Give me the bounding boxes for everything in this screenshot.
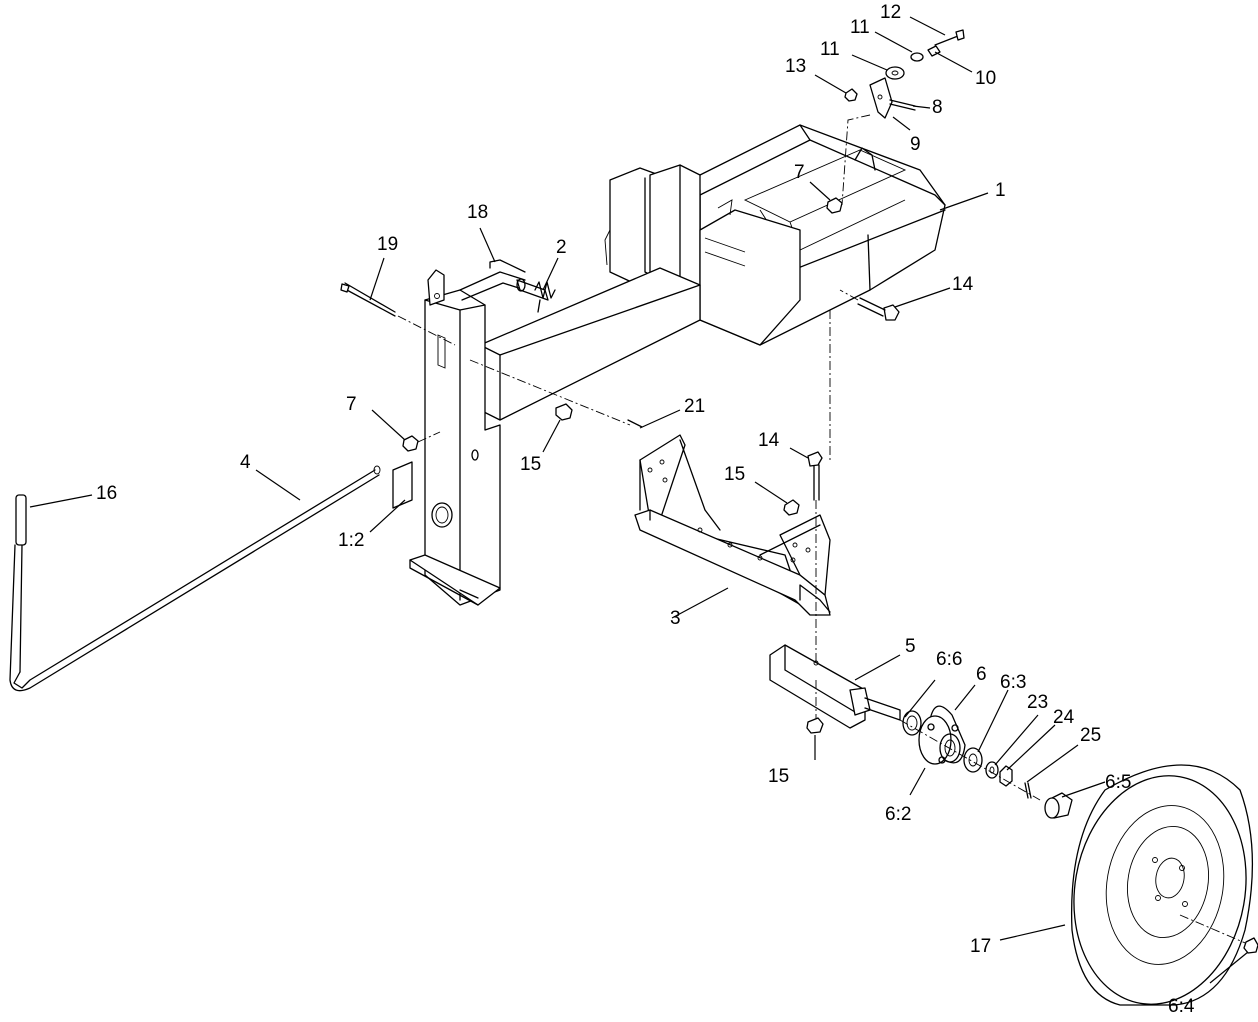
cotter-25	[1024, 782, 1032, 799]
callout-15-bottom: 15	[768, 766, 789, 787]
bracket-9	[869, 77, 893, 119]
axis-21	[469, 359, 631, 426]
lever-rod	[9, 465, 381, 692]
callout-6-4: 6:4	[1168, 996, 1195, 1017]
callout-6-3: 6:3	[1000, 672, 1026, 693]
axle-support	[634, 434, 831, 616]
axis-top	[841, 114, 871, 206]
pin-21	[627, 419, 643, 428]
callout-15-support: 15	[724, 464, 745, 485]
pin-19	[340, 282, 456, 346]
callout-4: 4	[240, 452, 251, 473]
callout-10: 10	[975, 68, 996, 89]
callout-11-lower: 11	[820, 39, 840, 60]
washer-11-b	[910, 52, 924, 62]
callout-24: 24	[1053, 707, 1075, 728]
callout-6: 6	[976, 664, 987, 685]
spindle	[769, 644, 901, 729]
spacer-10	[927, 45, 941, 57]
wheel	[1070, 764, 1254, 1006]
callout-6-5: 6:5	[1105, 772, 1131, 793]
callout-14-support: 14	[758, 430, 780, 451]
callout-15-beam: 15	[520, 454, 541, 475]
callout-8: 8	[932, 97, 943, 118]
spring	[534, 281, 556, 313]
nut-13	[844, 88, 858, 102]
callout-7-left: 7	[346, 394, 357, 415]
nut-15-beam	[555, 403, 573, 421]
axis-hub	[899, 719, 1041, 801]
callout-3: 3	[670, 608, 681, 629]
callout-25: 25	[1080, 725, 1101, 746]
cap-6-5	[1044, 792, 1073, 819]
bearing-6-3	[963, 747, 983, 773]
nut-15-support	[783, 499, 800, 516]
lug-nut-6-4	[1243, 937, 1258, 954]
callout-labels: 1 2 3 4 5 6 6:2 6:3 6:4 6:5 6:6 7 7 8 9 …	[96, 2, 1195, 1017]
callout-14-frame: 14	[952, 274, 974, 295]
callout-23: 23	[1027, 692, 1048, 713]
callout-5: 5	[905, 636, 916, 657]
callout-17: 17	[970, 936, 991, 957]
nut-7-left	[402, 431, 441, 452]
bolt-14-frame	[839, 289, 900, 321]
callout-16: 16	[96, 483, 117, 504]
main-frame	[392, 124, 946, 606]
callout-12: 12	[880, 2, 901, 23]
pin-8	[889, 99, 916, 111]
nut-15-bottom	[806, 717, 824, 734]
callout-11-upper: 11	[850, 17, 870, 38]
callout-19: 19	[377, 234, 398, 255]
nut-7-top	[826, 197, 843, 214]
nut-24	[999, 765, 1013, 787]
leader-lines	[29, 16, 1249, 984]
callout-9: 9	[910, 134, 921, 155]
callout-18: 18	[467, 202, 488, 223]
bolt-12	[934, 29, 965, 46]
latch-pin	[459, 259, 549, 301]
callout-7-top: 7	[794, 162, 805, 183]
callout-6-6: 6:6	[936, 649, 962, 670]
callout-2: 2	[556, 237, 567, 258]
washer-11-a	[885, 66, 905, 80]
callout-13: 13	[785, 56, 806, 77]
callout-1-2: 1:2	[338, 530, 364, 551]
callout-21: 21	[684, 396, 705, 417]
callout-6-2: 6:2	[885, 804, 911, 825]
callout-1: 1	[995, 180, 1006, 201]
